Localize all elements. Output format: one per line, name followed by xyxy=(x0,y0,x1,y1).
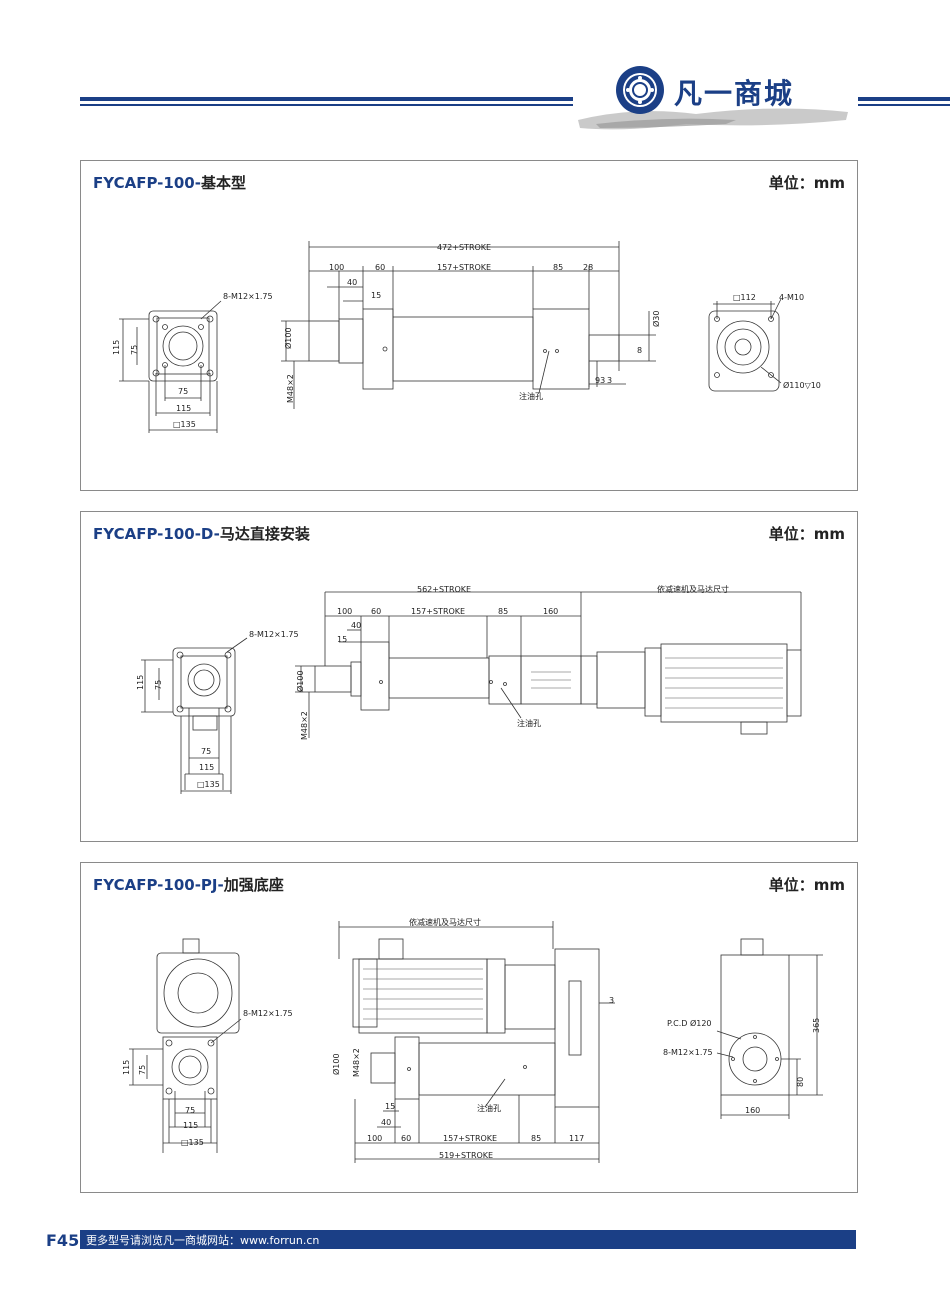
panel-title: FYCAFP-100-D-马达直接安装 xyxy=(93,523,310,544)
oil-port-label: 注油孔 xyxy=(517,718,541,728)
dim-3: 3 xyxy=(609,996,614,1005)
dim-bolt: 8-M12×1.75 xyxy=(249,630,299,639)
dim-h75: 75 xyxy=(154,680,163,690)
unit-label: 单位：mm xyxy=(768,876,845,894)
dim-85: 85 xyxy=(553,263,563,272)
dim-dia100: Ø100 xyxy=(283,327,293,349)
dim-15: 15 xyxy=(385,1102,395,1111)
dim-100: 100 xyxy=(367,1134,382,1143)
dim-100: 100 xyxy=(337,607,352,616)
drawing-basic: 8-M12×1.75 115 75 75 115 □135 472+STROKE… xyxy=(112,241,821,433)
unit-label: 单位：mm xyxy=(768,174,845,192)
dim-sq135: □135 xyxy=(197,780,220,789)
dim-85: 85 xyxy=(498,607,508,616)
dim-motor: 依减速机及马达尺寸 xyxy=(657,584,729,594)
brand-logo-text: 凡一商城 xyxy=(674,77,795,110)
dim-85: 85 xyxy=(531,1134,541,1143)
page-number: F45 xyxy=(46,1231,80,1250)
oil-port-label: 注油孔 xyxy=(477,1103,501,1113)
dim-w115: 115 xyxy=(183,1121,198,1130)
dim-40: 40 xyxy=(347,278,357,287)
dim-160: 160 xyxy=(745,1106,760,1115)
header-bar-left xyxy=(80,97,573,101)
dim-28: 28 xyxy=(583,263,593,272)
dim-w115: 115 xyxy=(199,763,214,772)
dim-m10: 4-M10 xyxy=(779,293,804,302)
dim-total: 562+STROKE xyxy=(417,585,471,594)
dim-15: 15 xyxy=(337,635,347,644)
bearing-icon xyxy=(616,66,664,114)
dim-w75: 75 xyxy=(201,747,211,756)
dim-h115: 115 xyxy=(136,675,145,690)
dim-thread: M48×2 xyxy=(352,1048,361,1077)
dim-total: 519+STROKE xyxy=(439,1151,493,1160)
dim-bolt: 8-M12×1.75 xyxy=(223,292,273,301)
dim-40: 40 xyxy=(351,621,361,630)
header-bar-left-thin xyxy=(80,104,573,106)
dim-365: 365 xyxy=(812,1018,821,1033)
dim-h115: 115 xyxy=(122,1060,131,1075)
title-type: 马达直接安装 xyxy=(219,525,310,543)
unit-label: 单位：mm xyxy=(768,525,845,543)
dim-117: 117 xyxy=(569,1134,584,1143)
title-model: FYCAFP-100-D- xyxy=(93,525,220,543)
footer-text: 更多型号请浏览凡一商城网站：www.forrun.cn xyxy=(86,1234,320,1247)
dim-h115: 115 xyxy=(112,340,121,355)
dim-stroke: 157+STROKE xyxy=(411,607,465,616)
dim-w75: 75 xyxy=(185,1106,195,1115)
dim-8: 8 xyxy=(637,346,642,355)
dim-dia100: Ø100 xyxy=(331,1053,341,1075)
dim-40: 40 xyxy=(381,1118,391,1127)
dim-80: 80 xyxy=(796,1077,805,1087)
dim-60: 60 xyxy=(371,607,381,616)
dim-w115: 115 xyxy=(176,404,191,413)
header-bar-right-thin xyxy=(858,104,950,106)
dim-motor: 依减速机及马达尺寸 xyxy=(409,917,481,927)
dim-bolt: 8-M12×1.75 xyxy=(243,1009,293,1018)
drawing-motor-direct: 8-M12×1.75 115 75 75 115 □135 562+STROKE… xyxy=(136,584,802,794)
dim-pcd: P.C.D Ø120 xyxy=(667,1018,712,1028)
header-bar-right xyxy=(858,97,950,101)
dim-sq135: □135 xyxy=(181,1138,204,1147)
title-model: FYCAFP-100- xyxy=(93,174,201,192)
dim-3: 3 xyxy=(607,376,612,385)
dim-dia110: Ø110▽10 xyxy=(783,380,821,390)
title-type: 基本型 xyxy=(200,174,246,192)
dim-sq135: □135 xyxy=(173,420,196,429)
panel-title: FYCAFP-100-PJ-加强底座 xyxy=(93,874,284,895)
dim-93: 93 xyxy=(595,376,605,385)
title-type: 加强底座 xyxy=(223,876,284,894)
dim-15: 15 xyxy=(371,291,381,300)
title-model: FYCAFP-100-PJ- xyxy=(93,876,224,894)
dim-h75: 75 xyxy=(130,345,139,355)
panel-basic: FYCAFP-100-基本型 单位：mm xyxy=(80,160,858,491)
panel-motor-direct: FYCAFP-100-D-马达直接安装 单位：mm xyxy=(80,511,858,842)
drawing-reinforced-base: 8-M12×1.75 115 75 75 115 □135 依减速机及马达尺寸 … xyxy=(122,917,823,1163)
dim-dia100: Ø100 xyxy=(295,670,305,692)
footer-bar: 更多型号请浏览凡一商城网站：www.forrun.cn xyxy=(80,1230,856,1249)
dim-total: 472+STROKE xyxy=(437,243,491,252)
dim-sq112: □112 xyxy=(733,293,756,302)
dim-60: 60 xyxy=(401,1134,411,1143)
oil-port-label: 注油孔 xyxy=(519,391,543,401)
dim-stroke: 157+STROKE xyxy=(443,1134,497,1143)
dim-h75: 75 xyxy=(138,1065,147,1075)
dim-thread: M48×2 xyxy=(300,711,309,740)
dim-60: 60 xyxy=(375,263,385,272)
dim-160: 160 xyxy=(543,607,558,616)
dim-100: 100 xyxy=(329,263,344,272)
panel-reinforced-base: FYCAFP-100-PJ-加强底座 单位：mm xyxy=(80,862,858,1193)
dim-stroke: 157+STROKE xyxy=(437,263,491,272)
dim-bolt2: 8-M12×1.75 xyxy=(663,1048,713,1057)
dim-w75: 75 xyxy=(178,387,188,396)
panel-title: FYCAFP-100-基本型 xyxy=(93,172,246,193)
dim-thread: M48×2 xyxy=(286,374,295,403)
dim-dia30: Ø30 xyxy=(651,311,661,327)
brand-logo: 凡一商城 xyxy=(576,58,856,138)
